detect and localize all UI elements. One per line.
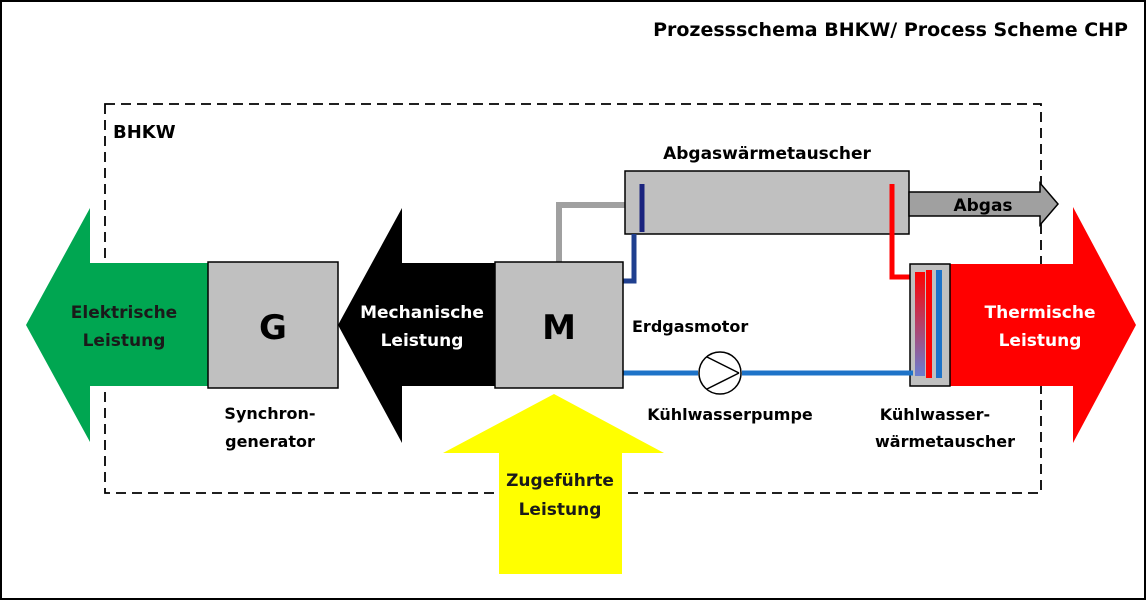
coolant-pipe-to-exhaust-hx: [622, 234, 637, 284]
mechanical-label-line2: Leistung: [381, 331, 464, 351]
cooling-hx-cold-tube: [936, 270, 942, 378]
hot-pipe-to-cooling-hx: [889, 232, 913, 280]
diagram-title: Prozessschema BHKW/ Process Scheme CHP: [653, 19, 1128, 41]
motor-box: [494, 261, 624, 389]
exhaust-label: Abgas: [953, 196, 1012, 216]
cooling-hx-mixed-tube: [915, 272, 925, 376]
cooling-hx-caption-line1: Kühlwasser-: [880, 405, 990, 424]
supplied-label-line1: Zugeführte: [506, 471, 614, 491]
pump-icon: [698, 351, 742, 395]
mechanical-label-line1: Mechanische: [360, 303, 484, 323]
cooling-hx-caption-line2: wärmetauscher: [875, 432, 1015, 451]
exhaust-hx-tubes: [642, 181, 892, 223]
motor-caption: Erdgasmotor: [632, 317, 748, 336]
electrical-label-line2: Leistung: [83, 331, 166, 351]
thermal-label-line2: Leistung: [999, 331, 1082, 351]
thermal-label-line1: Thermische: [985, 303, 1096, 323]
mechanical-power-arrow: [338, 208, 500, 443]
supplied-power-arrow: [443, 394, 664, 574]
pump-caption: Kühlwasserpumpe: [647, 405, 813, 424]
boundary-label: BHKW: [113, 122, 176, 143]
exhaust-hx-label: Abgaswärmetauscher: [663, 144, 871, 164]
supplied-label-line2: Leistung: [519, 500, 602, 520]
thermal-power-arrow: [948, 207, 1136, 443]
motor-symbol: M: [542, 308, 576, 348]
generator-caption-line2: generator: [225, 432, 315, 451]
cooling-hx-hot-tube: [926, 270, 932, 378]
generator-symbol: G: [259, 308, 287, 348]
electrical-power-arrow: [26, 208, 210, 442]
electrical-label-line1: Elektrische: [71, 303, 177, 323]
exhaust-arrow: [908, 180, 1059, 228]
generator-caption-line1: Synchron-: [224, 404, 315, 423]
generator-box: [207, 261, 339, 389]
exhaust-pipe: [556, 202, 628, 262]
